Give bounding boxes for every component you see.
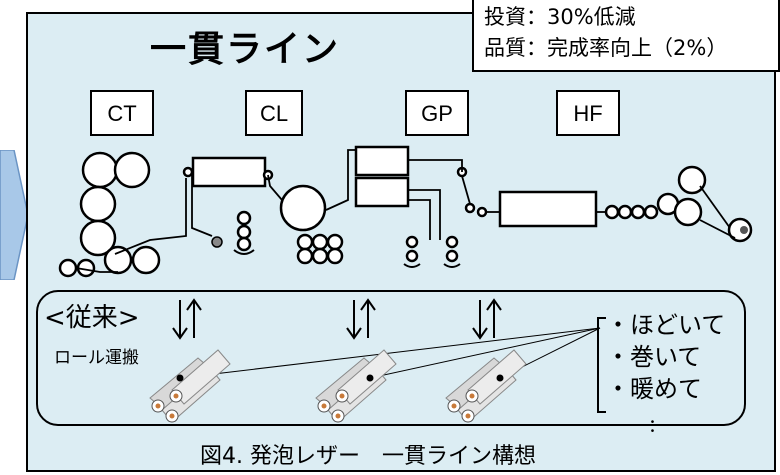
figure-caption: 図4. 発泡レザー 一貫ライン構想 xyxy=(200,444,536,469)
ellipsis: ： xyxy=(648,416,666,437)
line-panel xyxy=(26,12,776,472)
operation-warm: ・暖めて xyxy=(606,375,702,403)
label-gp: GP xyxy=(405,90,469,136)
info-quality: 品質：完成率向上（2%） xyxy=(484,36,728,60)
conventional-heading: <従来> xyxy=(44,303,140,333)
operation-rewind: ・巻いて xyxy=(606,343,702,371)
info-box: 投資：30%低減 品質：完成率向上（2%） xyxy=(472,0,780,72)
operations-list: ・ほどいて ・巻いて ・暖めて xyxy=(606,309,725,405)
label-hf: HF xyxy=(556,90,620,136)
process-arrow xyxy=(0,150,29,280)
label-ct: CT xyxy=(90,90,154,136)
conventional-frame xyxy=(36,290,746,426)
operation-unwind: ・ほどいて xyxy=(606,311,726,339)
label-cl: CL xyxy=(245,90,303,136)
roll-transport-label: ロール運搬 xyxy=(54,348,139,368)
info-investment: 投資：30%低減 xyxy=(484,5,636,29)
page-title: 一貫ライン xyxy=(150,29,341,70)
